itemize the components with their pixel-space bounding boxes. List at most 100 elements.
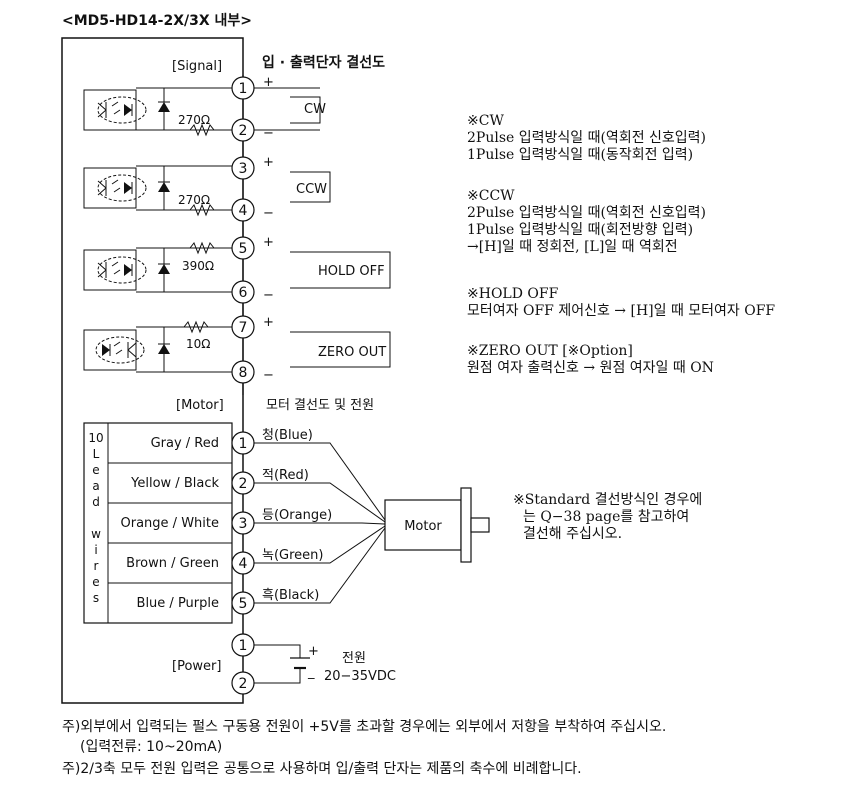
svg-text:L: L (93, 447, 100, 461)
svg-text:4: 4 (239, 556, 248, 572)
motor-label: [Motor] (176, 398, 224, 413)
signal-name: ZERO OUT (318, 345, 386, 360)
motor-heading: 모터 결선도 및 전원 (266, 398, 374, 413)
power-label: [Power] (172, 659, 221, 674)
phototransistor-icon (127, 342, 137, 358)
wire-pair: Brown / Green (126, 556, 219, 571)
wire-pair: Yellow / Black (130, 476, 219, 491)
wire-pair: Blue / Purple (137, 596, 219, 611)
svg-text:1: 1 (239, 436, 248, 452)
note-hold-off: ※HOLD OFF 모터여자 OFF 제어신호 → [H]일 때 모터여자 OF… (467, 286, 776, 319)
terminal (231, 360, 255, 384)
footnote-2: 주)2/3축 모두 전원 입력은 공통으로 사용하며 입/출력 단자는 제품의 … (62, 761, 582, 777)
resistor-label: 390Ω (182, 259, 214, 273)
protection-diode-icon (158, 264, 170, 274)
light-arrows-icon (111, 101, 121, 115)
motor-terminals: 1 2 3 4 5 (231, 431, 255, 615)
terminal-number: 8 (239, 365, 248, 381)
signal-label: [Signal] (172, 59, 222, 74)
resistor-label: 270Ω (178, 113, 210, 127)
motor-label: Motor (404, 519, 442, 534)
terminal (231, 236, 255, 260)
resistor-label: 270Ω (178, 193, 210, 207)
footnote-1-current: (입력전류: 10~20mA) (80, 739, 223, 755)
led-icon (124, 104, 132, 116)
optocoupler-channel-hold: 390Ω (83, 241, 232, 293)
protection-diode-icon (158, 102, 170, 112)
power-voltage: 20−35VDC (324, 669, 396, 684)
wire-color: 등(Orange) (262, 508, 332, 523)
svg-text:w: w (91, 527, 101, 541)
power-section: [Power] 1 2 + _ 전원 20−35VDC (172, 633, 396, 695)
power-name: 전원 (342, 651, 366, 666)
resistor-icon (189, 123, 215, 137)
signal-name: CCW (296, 182, 327, 197)
wire-color: 적(Red) (262, 468, 309, 483)
phototransistor-icon (97, 180, 107, 196)
wire-pair: Orange / White (121, 516, 219, 531)
svg-text:−: − (263, 126, 274, 141)
resistor-label: 10Ω (186, 337, 210, 351)
optocoupler-channel-cw: 270Ω (83, 87, 232, 137)
note-zero-out: ※ZERO OUT [※Option] 원점 여자 출력신호 → 원점 여자일 … (467, 343, 714, 376)
svg-text:−: − (263, 206, 274, 221)
motor-lead-table: 10 L e a d w i r e s Gray / Red Yellow /… (83, 422, 233, 624)
svg-text:a: a (92, 479, 99, 493)
led-icon (102, 344, 110, 356)
terminal (231, 156, 255, 180)
phototransistor-icon (97, 102, 107, 118)
terminal (231, 315, 255, 339)
led-icon (124, 264, 132, 276)
external-signals: + − CW + − CCW + − HOLD OFF + − ZERO OUT (254, 75, 391, 383)
signal-name: CW (304, 102, 326, 117)
svg-text:e: e (92, 575, 99, 589)
svg-text:e: e (92, 463, 99, 477)
svg-text:_: _ (307, 665, 315, 680)
opto-ellipse (97, 96, 147, 124)
optocoupler-channel-ccw: 270Ω (83, 165, 232, 217)
terminal-number: 2 (239, 123, 248, 139)
resistor-icon (189, 203, 215, 217)
wire-pair: Gray / Red (151, 436, 219, 451)
resistor-icon (183, 320, 209, 334)
lead-wires-label: 10 L e a d w i r e s (88, 431, 103, 605)
signal-terminals: 1 2 3 4 5 6 7 8 (231, 76, 255, 384)
wire-color: 청(Blue) (262, 428, 313, 443)
terminal-number: 5 (239, 241, 248, 257)
svg-text:2: 2 (239, 676, 248, 692)
svg-text:+: + (263, 155, 274, 170)
svg-text:+: + (263, 235, 274, 250)
phototransistor-icon (97, 262, 107, 278)
opto-box (83, 89, 137, 131)
note-cw: ※CW 2Pulse 입력방식일 때(역회전 신호입력) 1Pulse 입력방식… (467, 113, 707, 163)
signal-name: HOLD OFF (318, 264, 385, 279)
svg-text:d: d (92, 495, 100, 509)
svg-text:+: + (308, 644, 319, 659)
optocoupler-channel-zero: 10Ω (83, 320, 232, 373)
svg-text:2: 2 (239, 476, 248, 492)
terminal-number: 4 (239, 203, 248, 219)
svg-text:3: 3 (239, 516, 248, 532)
terminal (231, 198, 255, 222)
svg-text:+: + (263, 75, 274, 90)
note-standard-wiring: ※Standard 결선방식인 경우에 는 Q−38 page를 참고하여 결선… (513, 492, 703, 542)
resistor-icon (189, 241, 215, 255)
svg-text:10: 10 (88, 431, 103, 445)
wire-color: 흑(Black) (262, 588, 319, 603)
svg-text:s: s (93, 591, 99, 605)
note-ccw: ※CCW 2Pulse 입력방식일 때(역회전 신호입력) 1Pulse 입력방… (467, 188, 707, 255)
footnote-1: 주)외부에서 입력되는 펄스 구동용 전원이 +5V를 초과할 경우에는 외부에… (62, 719, 667, 735)
terminal-number: 7 (239, 320, 248, 336)
led-icon (124, 182, 132, 194)
svg-text:+: + (263, 315, 274, 330)
svg-text:−: − (263, 288, 274, 303)
protection-diode-icon (158, 344, 170, 354)
svg-text:−: − (263, 368, 274, 383)
motor-symbol: Motor (384, 487, 490, 563)
terminal-number: 1 (239, 81, 248, 97)
terminal-number: 6 (239, 285, 248, 301)
svg-text:5: 5 (239, 596, 248, 612)
motor-wires (254, 442, 386, 604)
protection-diode-icon (158, 182, 170, 192)
